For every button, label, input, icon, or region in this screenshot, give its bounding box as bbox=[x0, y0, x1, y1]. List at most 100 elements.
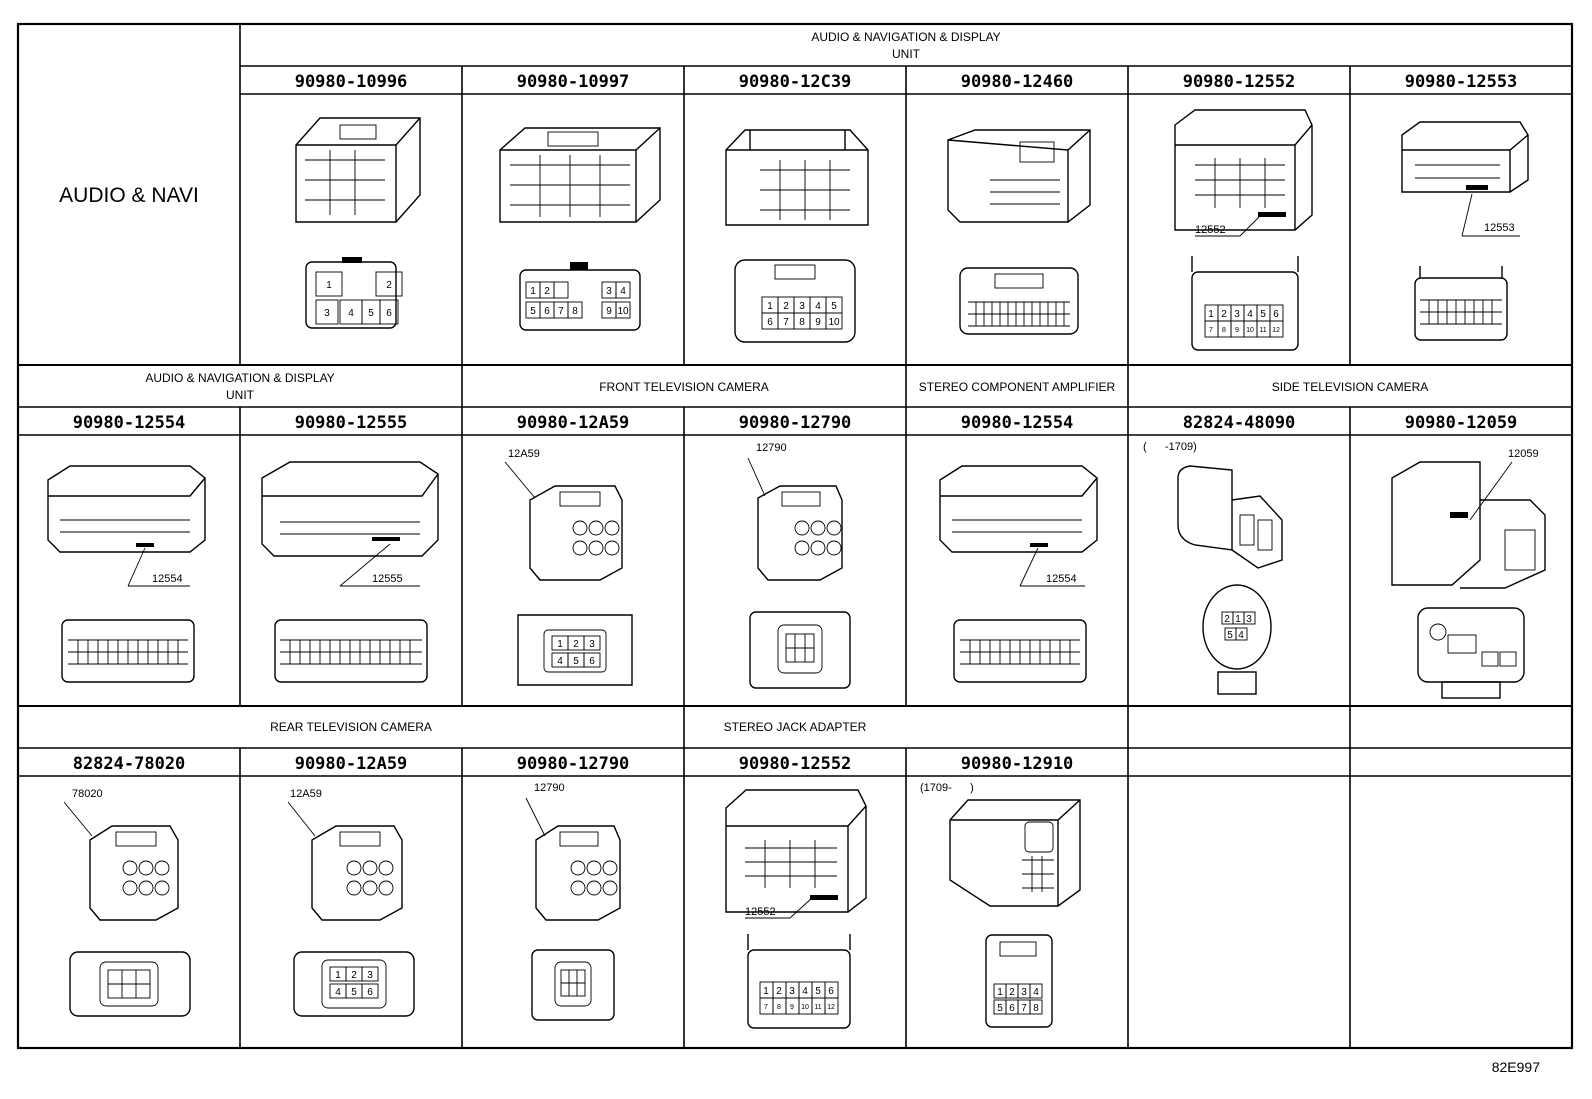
table-grid bbox=[16, 22, 1574, 1050]
callout-note: ( -1709) bbox=[1143, 441, 1197, 453]
row-label: AUDIO & NAVI bbox=[59, 184, 199, 207]
callout-label: 12A59 bbox=[508, 448, 540, 460]
part-number: 90980-12A59 bbox=[295, 754, 408, 774]
callout-label: 12790 bbox=[756, 442, 787, 454]
pin-number: 6 bbox=[767, 317, 773, 328]
section-label-amplifier: STEREO COMPONENT AMPLIFIER bbox=[919, 380, 1116, 394]
connector-drawing-r1c2: 1 2 3 4 5 6 7 8 9 10 bbox=[499, 127, 661, 331]
connector-drawing-r3c3: 12790 bbox=[525, 782, 621, 1021]
pin-number: 5 bbox=[831, 301, 837, 312]
part-number: 90980-12059 bbox=[1405, 413, 1518, 433]
pin-number: 9 bbox=[790, 1004, 794, 1011]
callout-label: 78020 bbox=[72, 788, 103, 800]
section-label-unit-r2-line1: AUDIO & NAVIGATION & DISPLAY bbox=[145, 371, 334, 385]
pin-number: 3 bbox=[589, 639, 595, 650]
callout-label: 12A59 bbox=[290, 788, 322, 800]
pin-number: 4 bbox=[557, 656, 563, 667]
pin-number: 6 bbox=[544, 306, 550, 317]
pin-number: 10 bbox=[828, 317, 840, 328]
section-label-side-camera: SIDE TELEVISION CAMERA bbox=[1272, 380, 1429, 394]
connector-drawing-r2c6: ( -1709) 2 1 3 5 4 bbox=[1143, 441, 1283, 695]
pin-number: 8 bbox=[799, 317, 805, 328]
pin-number: 2 bbox=[1221, 309, 1227, 320]
pin-number: 4 bbox=[815, 301, 821, 312]
pin-number: 3 bbox=[1246, 614, 1252, 625]
callout-label: 12555 bbox=[372, 573, 403, 585]
pin-number: 5 bbox=[573, 656, 579, 667]
connector-drawing-r1c6: 12553 bbox=[1401, 121, 1529, 341]
pin-number: 11 bbox=[1259, 327, 1266, 334]
pin-number: 7 bbox=[764, 1004, 768, 1011]
pin-number: 1 bbox=[1208, 309, 1214, 320]
part-number: 82824-78020 bbox=[73, 754, 186, 774]
pin-number: 2 bbox=[776, 986, 782, 997]
pin-number: 2 bbox=[351, 970, 357, 981]
pin-number: 8 bbox=[1033, 1003, 1039, 1014]
callout-note: (1709- ) bbox=[920, 782, 974, 794]
part-number: 90980-10997 bbox=[517, 72, 630, 92]
pin-number: 5 bbox=[997, 1003, 1003, 1014]
pin-number: 9 bbox=[1235, 327, 1239, 334]
pin-number: 6 bbox=[1009, 1003, 1015, 1014]
pin-number: 5 bbox=[1227, 630, 1233, 641]
pin-number: 1 bbox=[557, 639, 563, 650]
part-number: 90980-12552 bbox=[1183, 72, 1296, 92]
section-label-rear-camera: REAR TELEVISION CAMERA bbox=[270, 720, 432, 734]
part-number: 82824-48090 bbox=[1183, 413, 1296, 433]
pin-number: 3 bbox=[799, 301, 805, 312]
callout-label: 12554 bbox=[152, 573, 183, 585]
pin-number: 4 bbox=[1247, 309, 1253, 320]
pin-number: 3 bbox=[789, 986, 795, 997]
pin-number: 1 bbox=[530, 286, 536, 297]
pin-number: 3 bbox=[367, 970, 373, 981]
pin-number: 7 bbox=[783, 317, 789, 328]
part-number: 90980-12790 bbox=[739, 413, 852, 433]
pin-number: 7 bbox=[1021, 1003, 1027, 1014]
pin-number: 6 bbox=[386, 308, 392, 319]
pin-number: 3 bbox=[324, 308, 330, 319]
part-number: 90980-12910 bbox=[961, 754, 1074, 774]
pin-number: 6 bbox=[589, 656, 595, 667]
connector-drawing-r3c1: 78020 bbox=[63, 788, 191, 1017]
pin-number: 1 bbox=[763, 986, 769, 997]
connector-drawing-r2c3: 12A59 1 2 3 4 5 6 bbox=[504, 448, 633, 686]
connector-drawing-r2c5: 12554 bbox=[939, 465, 1098, 683]
connector-drawing-r3c2: 12A59 1 2 3 4 5 6 bbox=[287, 788, 415, 1017]
pin-number: 1 bbox=[1235, 614, 1241, 625]
section-label-jack-adapter: STEREO JACK ADAPTER bbox=[724, 720, 867, 734]
pin-number: 12 bbox=[1272, 327, 1280, 334]
pin-number: 4 bbox=[348, 308, 354, 319]
connector-drawing-r3c5: (1709- ) 1 2 3 4 5 6 7 8 bbox=[920, 782, 1081, 1028]
pin-number: 3 bbox=[1021, 987, 1027, 998]
pin-number: 5 bbox=[1260, 309, 1266, 320]
part-number: 90980-12553 bbox=[1405, 72, 1518, 92]
part-number: 90980-12460 bbox=[961, 72, 1074, 92]
part-number: 90980-12554 bbox=[73, 413, 186, 433]
pin-number: 2 bbox=[783, 301, 789, 312]
pin-number: 8 bbox=[572, 306, 578, 317]
section-label-front-camera: FRONT TELEVISION CAMERA bbox=[599, 380, 769, 394]
pin-number: 11 bbox=[814, 1004, 821, 1011]
connector-drawing-r1c5: 12552 1 2 3 4 5 6 7 8 9 10 11 12 bbox=[1174, 109, 1313, 351]
part-number: 90980-12555 bbox=[295, 413, 408, 433]
pin-number: 2 bbox=[386, 280, 392, 291]
pin-number: 1 bbox=[335, 970, 341, 981]
section-label-unit-r2-line2: UNIT bbox=[226, 388, 255, 402]
pin-number: 4 bbox=[802, 986, 808, 997]
pin-number: 9 bbox=[815, 317, 821, 328]
part-number: 90980-12554 bbox=[961, 413, 1074, 433]
pin-number: 1 bbox=[326, 280, 332, 291]
callout-label: 12552 bbox=[1195, 224, 1226, 236]
pin-number: 10 bbox=[1246, 327, 1254, 334]
figure-code: 82E997 bbox=[1492, 1059, 1540, 1075]
part-number: 90980-12552 bbox=[739, 754, 852, 774]
pin-number: 2 bbox=[1009, 987, 1015, 998]
pin-number: 5 bbox=[530, 306, 536, 317]
part-number: 90980-10996 bbox=[295, 72, 408, 92]
pin-number: 2 bbox=[544, 286, 550, 297]
pin-number: 2 bbox=[573, 639, 579, 650]
pin-number: 7 bbox=[558, 306, 564, 317]
pin-number: 8 bbox=[1222, 327, 1226, 334]
pin-number: 5 bbox=[815, 986, 821, 997]
